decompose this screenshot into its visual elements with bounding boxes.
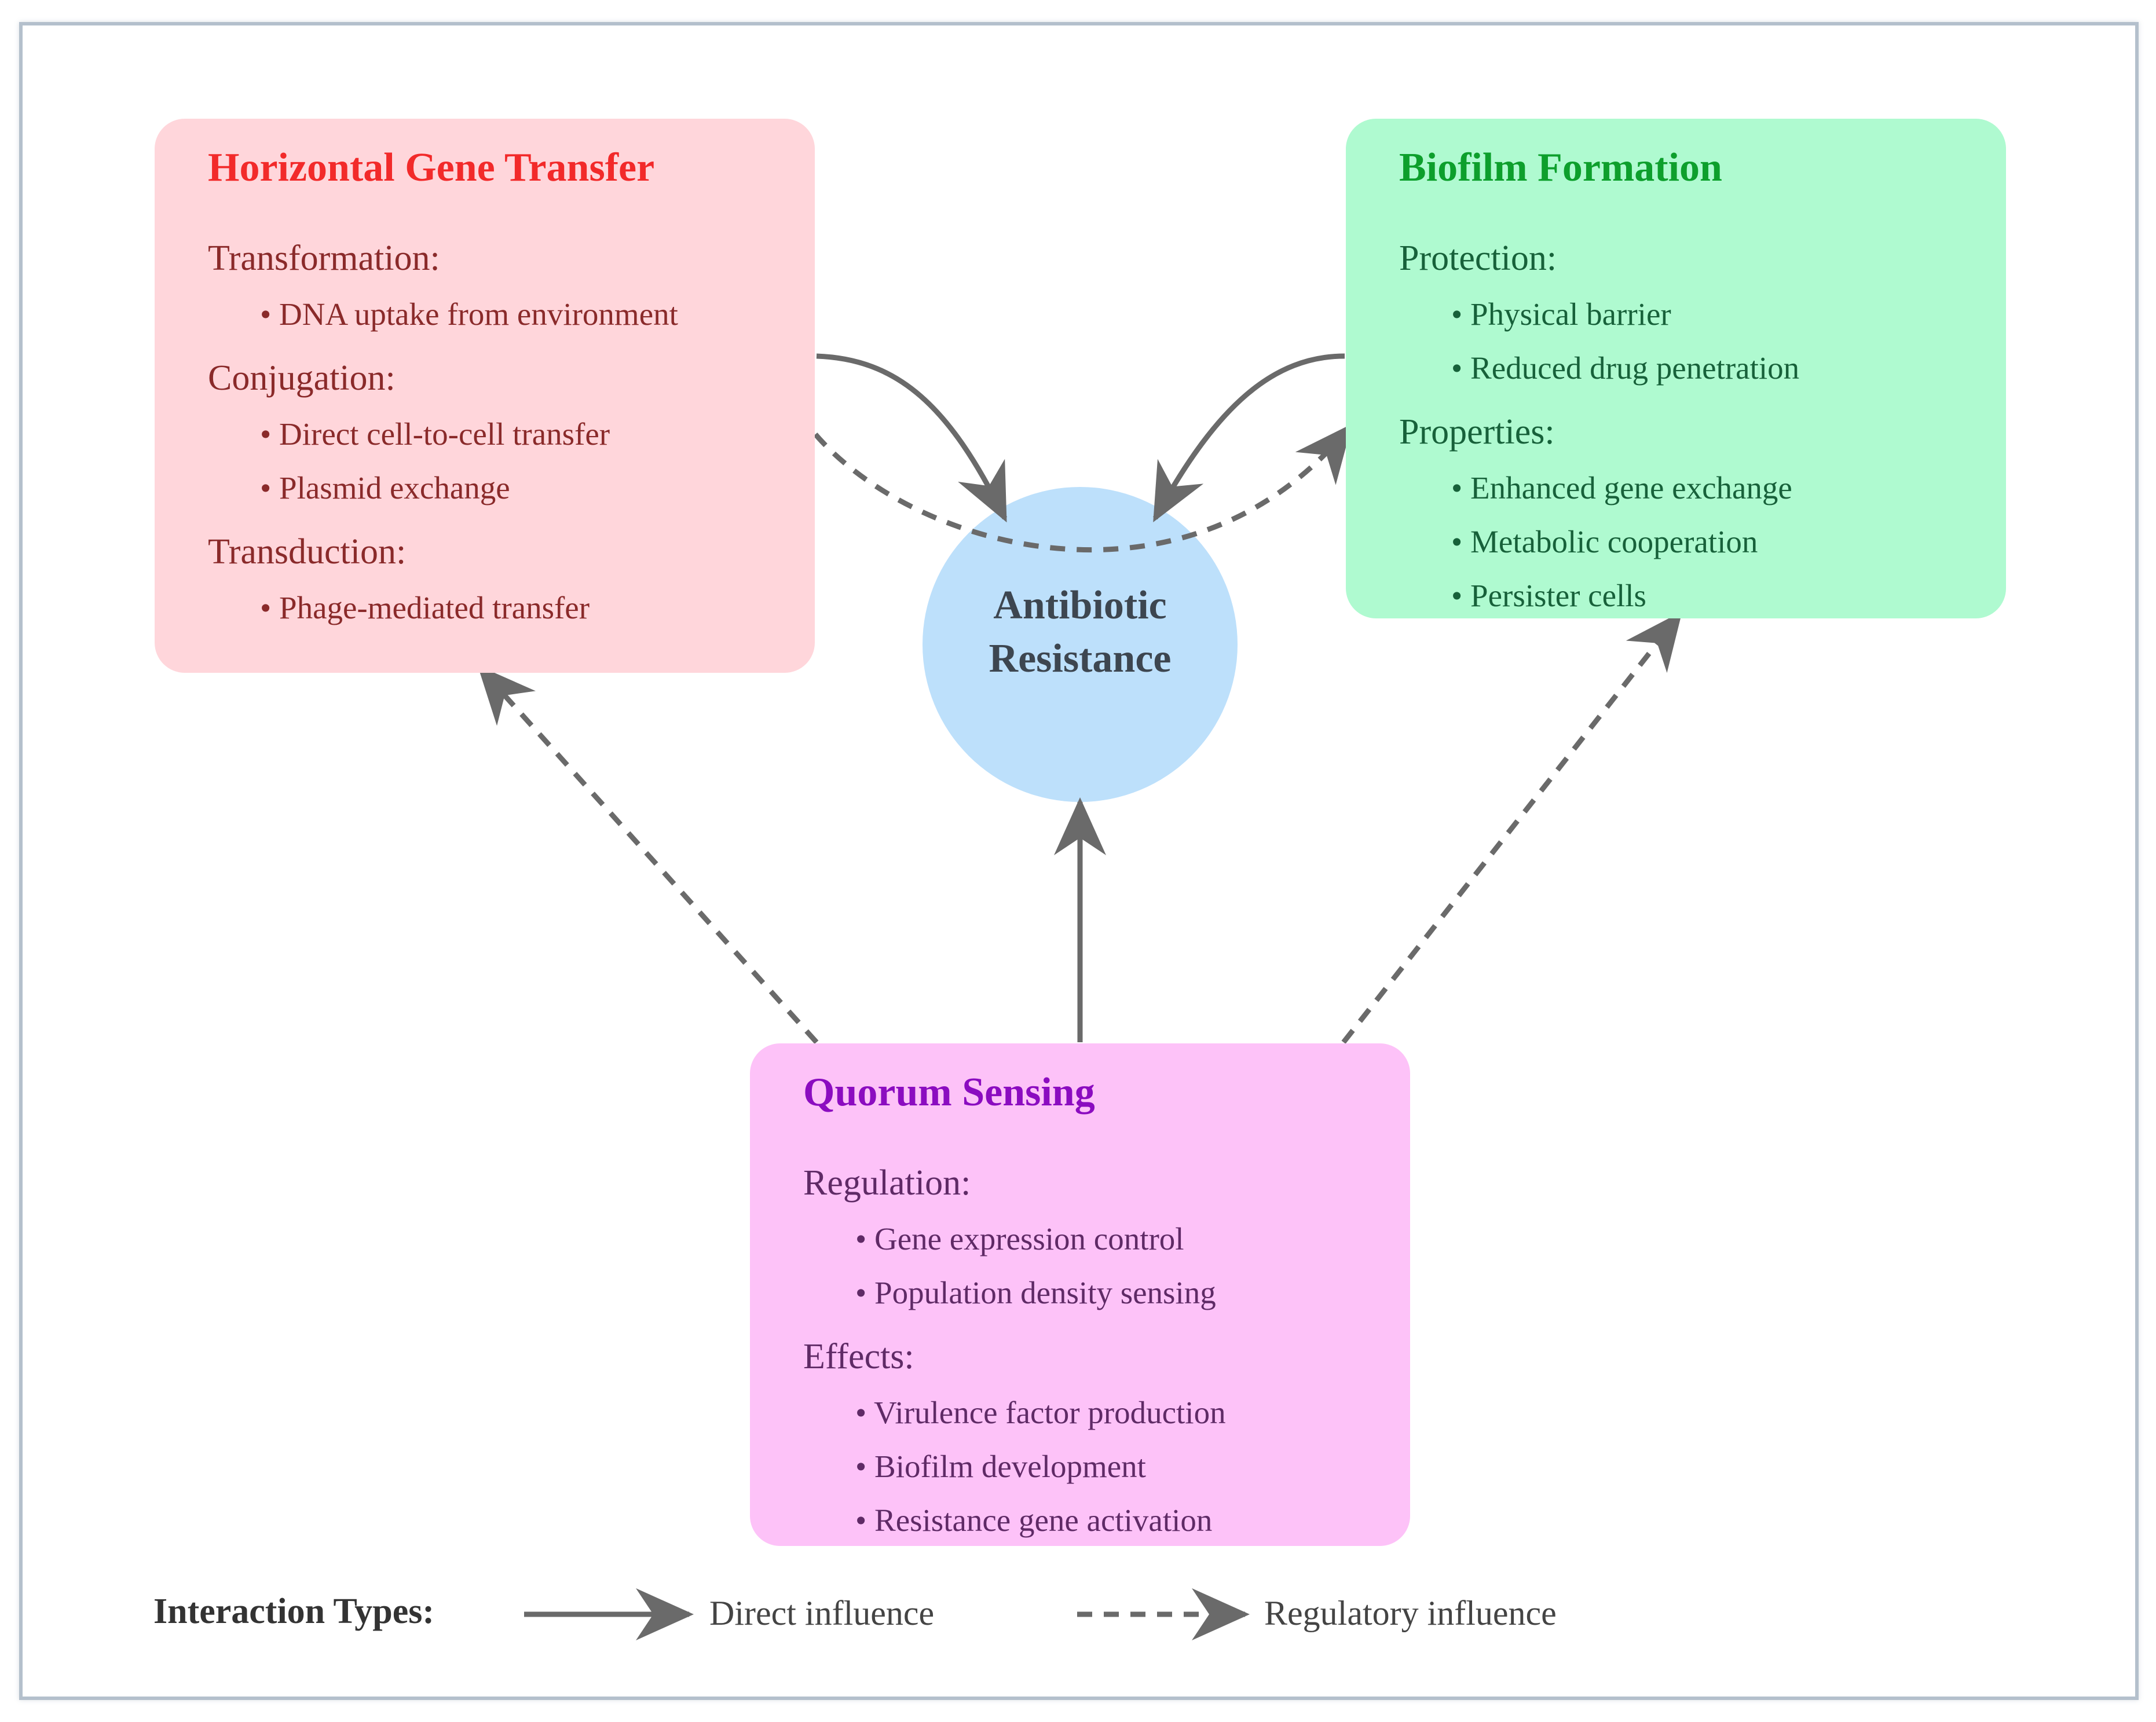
biofilm-box: Biofilm Formation Protection: • Physical… <box>1346 119 2006 618</box>
quorum-list-item: • Population density sensing <box>855 1275 1216 1310</box>
center-label-line-1: Antibiotic <box>993 583 1167 628</box>
antibiotic-resistance-node <box>923 487 1238 802</box>
hgt-list-item: • Phage-mediated transfer <box>260 590 590 625</box>
hgt-section-label: Transformation: <box>208 239 440 278</box>
edge-hgt-to-resistance <box>816 353 1008 523</box>
hgt-content: Transformation: • DNA uptake from enviro… <box>208 240 803 646</box>
center-label-line-2: Resistance <box>989 636 1172 681</box>
biofilm-content: Protection: • Physical barrier • Reduced… <box>1399 240 1994 633</box>
quorum-title: Quorum Sensing <box>803 1070 1095 1115</box>
edge-quorum-to-hgt <box>477 665 819 1045</box>
quorum-list-item: • Gene expression control <box>855 1221 1184 1256</box>
legend-title: Interaction Types: <box>153 1592 435 1631</box>
biofilm-list-item: • Enhanced gene exchange <box>1451 470 1792 505</box>
hgt-section-label: Conjugation: <box>208 358 396 398</box>
quorum-section-label: Regulation: <box>803 1163 971 1203</box>
quorum-list-item: • Resistance gene activation <box>855 1503 1213 1538</box>
biofilm-list-item: • Metabolic cooperation <box>1451 524 1758 559</box>
biofilm-list-item: • Persister cells <box>1451 578 1646 613</box>
biofilm-list-item: • Reduced drug penetration <box>1451 350 1800 386</box>
hgt-box: Horizontal Gene Transfer Transformation:… <box>155 119 815 673</box>
biofilm-section-label: Protection: <box>1399 239 1557 278</box>
hgt-section-label: Transduction: <box>208 532 407 571</box>
quorum-box: Quorum Sensing Regulation: • Gene expres… <box>750 1043 1410 1546</box>
hgt-list-item: • Plasmid exchange <box>260 470 510 505</box>
biofilm-title: Biofilm Formation <box>1399 145 1722 190</box>
legend-regulatory-label: Regulatory influence <box>1264 1594 1557 1632</box>
quorum-list-item: • Biofilm development <box>855 1449 1146 1484</box>
edge-biofilm-to-resistance <box>1153 353 1345 523</box>
hgt-title: Horizontal Gene Transfer <box>208 145 655 190</box>
edge-quorum-to-biofilm <box>1341 611 1682 1044</box>
quorum-content: Regulation: • Gene expression control • … <box>803 1165 1399 1558</box>
hgt-list-item: • DNA uptake from environment <box>260 296 678 332</box>
legend-direct-label: Direct influence <box>709 1594 935 1632</box>
quorum-list-item: • Virulence factor production <box>855 1395 1226 1430</box>
biofilm-list-item: • Physical barrier <box>1451 296 1671 332</box>
hgt-list-item: • Direct cell-to-cell transfer <box>260 416 610 452</box>
antibiotic-resistance-label: Antibiotic Resistance <box>921 579 1239 686</box>
quorum-section-label: Effects: <box>803 1337 914 1376</box>
biofilm-section-label: Properties: <box>1399 412 1555 452</box>
edge-hgt-to-biofilm <box>813 423 1353 553</box>
